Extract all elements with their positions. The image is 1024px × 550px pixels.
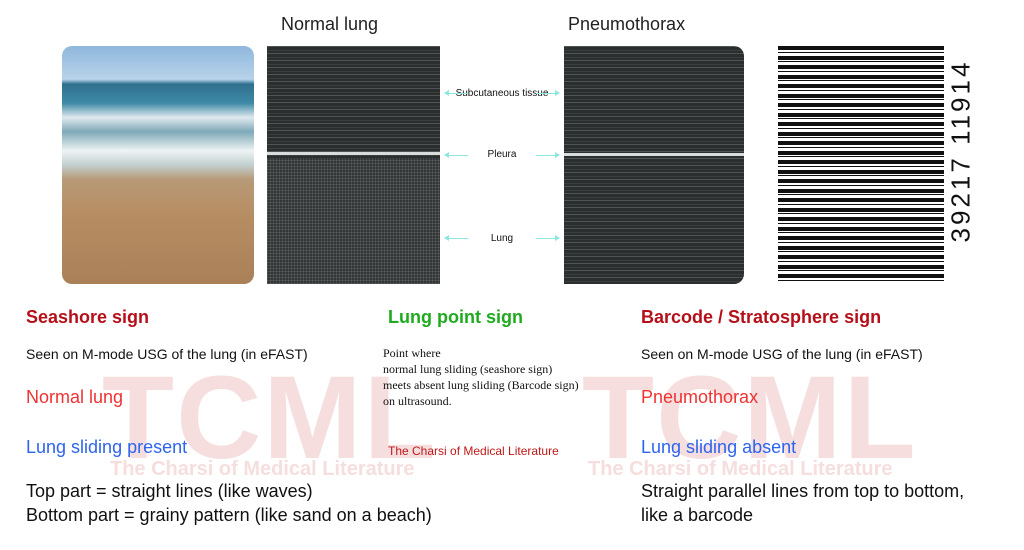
left-sliding: Lung sliding present (26, 437, 188, 457)
arrow-left-icon (444, 235, 468, 241)
middle-line-2: normal lung sliding (seashore sign) (383, 362, 553, 376)
watermark-text-right: The Charsi of Medical Literature (588, 458, 893, 480)
arrow-left-icon (444, 90, 468, 96)
credit-text: The Charsi of Medical Literature (388, 444, 559, 458)
arrow-right-icon (536, 152, 560, 158)
left-desc-2: Bottom part = grainy pattern (like sand … (26, 505, 432, 525)
barcode-digits: 39217 11914 (945, 59, 976, 243)
left-condition: Normal lung (26, 387, 124, 407)
barcode-image (778, 46, 944, 284)
middle-line-3: meets absent lung sliding (Barcode sign) (383, 378, 579, 392)
watermark-tcml-left: TCML (102, 352, 438, 484)
label-lung: Lung (490, 233, 514, 244)
label-pleura: Pleura (487, 149, 517, 160)
arrow-right-icon (536, 235, 560, 241)
pneumothorax-mmode-image (564, 46, 744, 284)
watermark-text-left: The Charsi of Medical Literature (110, 458, 415, 480)
middle-line-1: Point where (383, 346, 441, 360)
arrow-left-icon (444, 152, 468, 158)
right-seen-on: Seen on M-mode USG of the lung (in eFAST… (641, 346, 923, 362)
normal-lung-mmode-image (267, 46, 440, 284)
right-condition: Pneumothorax (641, 387, 759, 407)
normal-lung-title: Normal lung (281, 14, 379, 34)
middle-line-4: on ultrasound. (383, 394, 452, 408)
left-desc-1: Top part = straight lines (like waves) (26, 481, 313, 501)
watermark-tcml-right: TCML (582, 352, 918, 484)
right-desc-1: Straight parallel lines from top to bott… (641, 481, 965, 501)
right-desc-2: like a barcode (641, 505, 754, 525)
seashore-photo (62, 46, 254, 284)
right-sliding: Lung sliding absent (641, 437, 797, 457)
arrow-right-icon (536, 90, 560, 96)
seashore-heading: Seashore sign (26, 307, 150, 327)
pneumothorax-title: Pneumothorax (568, 14, 686, 34)
barcode-heading: Barcode / Stratosphere sign (641, 307, 882, 327)
left-seen-on: Seen on M-mode USG of the lung (in eFAST… (26, 346, 308, 362)
lung-point-heading: Lung point sign (388, 307, 523, 327)
label-subcutaneous: Subcutaneous tissue (455, 88, 549, 99)
